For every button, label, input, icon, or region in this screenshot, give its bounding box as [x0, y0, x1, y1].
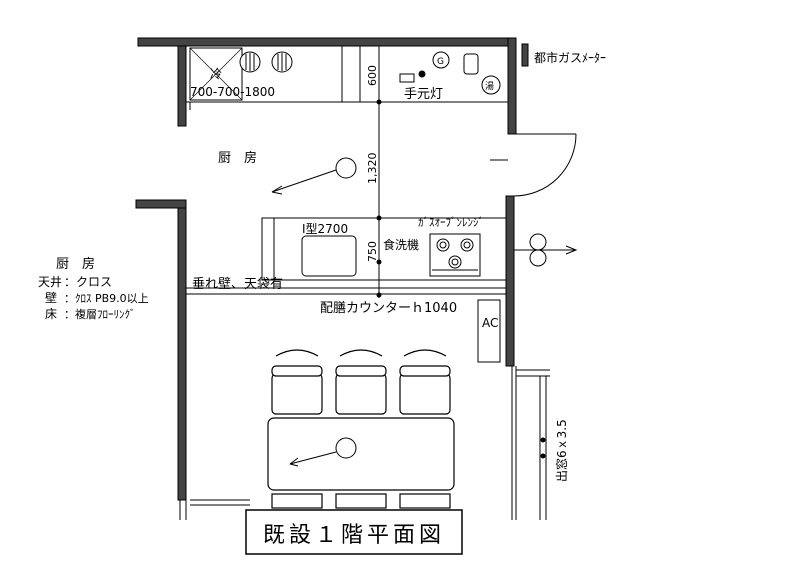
left-upper-wall — [177, 45, 187, 127]
dining-light — [289, 437, 357, 467]
top-wall — [137, 37, 517, 47]
right-wall-upper — [507, 37, 517, 135]
island-counter — [261, 217, 507, 281]
chair — [399, 493, 451, 509]
label-dim-750: 750 — [366, 241, 379, 262]
gas-meter-box — [521, 43, 529, 67]
light-fixture — [271, 157, 357, 195]
chair — [271, 373, 323, 415]
ac-unit — [477, 299, 501, 363]
label-bay-window: 出窓6ｘ3.5 — [554, 419, 569, 482]
legend-value-ceiling: ：クロス — [64, 275, 112, 289]
gas-oven-range — [429, 233, 481, 277]
dining-set — [267, 349, 455, 509]
label-dim-600: 600 — [366, 65, 379, 86]
exterior-vent — [514, 233, 578, 267]
serving-counter-lines — [186, 287, 506, 363]
refrigerator-box — [189, 47, 243, 101]
labels: 冷 700-700-1800 G 湯 都市ガスﾒｰﾀｰ 手元灯 厨 房 600 … — [38, 50, 606, 548]
legend-value-wall: ：ｸﾛｽ PB9.0以上 — [64, 292, 149, 305]
bay-window-marker — [540, 437, 546, 459]
back-counter — [185, 45, 509, 110]
label-city-gas-meter: 都市ガスﾒｰﾀｰ — [534, 50, 606, 65]
right-wall-middle — [505, 195, 515, 367]
entry-door — [490, 133, 577, 197]
range-burners — [432, 238, 478, 271]
label-hand-light: 手元灯 — [404, 87, 443, 102]
legend-key-ceiling: 天井 — [38, 275, 62, 289]
label-i-type: I型2700 — [302, 222, 348, 236]
gas-circle-icon — [432, 51, 450, 69]
left-lower-wall — [177, 199, 187, 501]
label-serving-counter: 配膳カウンターｈ1040 — [320, 300, 457, 316]
label-fridge-size: 700-700-1800 — [190, 85, 275, 99]
page-title: 既設１階平面図 — [263, 523, 445, 548]
dining-table — [267, 417, 455, 491]
title-frame — [245, 509, 463, 555]
gas-range-top — [399, 51, 501, 95]
label-ac: AC — [482, 316, 498, 330]
chair — [399, 373, 451, 415]
water-heater-icon — [481, 75, 501, 95]
sink — [301, 235, 357, 277]
label-refrigerator: 冷 — [210, 67, 222, 81]
label-water-heater: 湯 — [485, 81, 494, 92]
left-wing-wall — [135, 199, 187, 209]
label-dishwasher: 食洗機 — [383, 237, 419, 252]
label-dim-1320: 1,320 — [366, 153, 379, 185]
label-g: G — [437, 57, 444, 67]
chair — [271, 493, 323, 509]
label-hanging-wall: 垂れ壁、天袋有 — [192, 277, 283, 292]
legend-key-wall: 壁 — [45, 290, 57, 305]
label-kitchen-room: 厨 房 — [218, 150, 257, 166]
walls — [135, 37, 517, 501]
stool-icons — [239, 51, 293, 73]
legend-value-floor: ：複層ﾌﾛｰﾘﾝｸﾞ — [64, 307, 136, 321]
chair — [335, 493, 387, 509]
wall-thin-lines — [179, 366, 550, 520]
chair — [335, 373, 387, 415]
legend-key-floor: 床 — [45, 307, 57, 321]
label-gas-oven: ｶﾞｽｵｰﾌﾞﾝﾚﾝｼﾞ — [418, 216, 484, 229]
legend-heading: 厨 房 — [56, 256, 95, 272]
